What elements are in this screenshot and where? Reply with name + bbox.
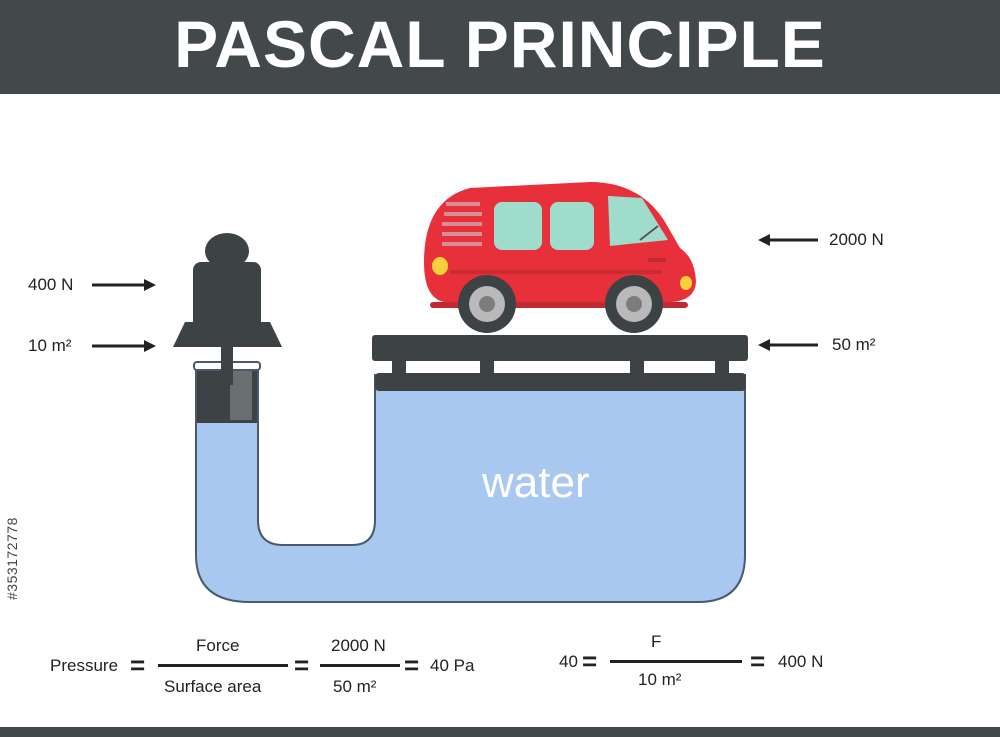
car-platform (372, 335, 748, 361)
formula2-den: 10 m² (638, 670, 682, 689)
formula2-lhs: 40 (559, 652, 578, 671)
formula-result: 40 Pa (430, 656, 475, 675)
formula-force-label: Force (196, 636, 240, 655)
car-window-2 (550, 202, 594, 250)
car (424, 182, 696, 333)
formula-den-value: 50 m² (333, 677, 377, 696)
weight-body (193, 262, 261, 332)
platform-leg-1 (392, 358, 406, 378)
platform-leg-4 (715, 358, 729, 378)
equals-sign-2: = (294, 650, 310, 680)
left-force-label: 400 N (28, 275, 74, 294)
piston-rod (221, 340, 233, 385)
car-stripe (450, 270, 662, 274)
fraction-bar-1 (158, 664, 288, 667)
arrow-left-area (92, 340, 156, 352)
equals-sign-5: = (750, 646, 766, 676)
rear-wheel (458, 275, 516, 333)
car-windshield (608, 196, 668, 246)
page-title: PASCAL PRINCIPLE (174, 7, 826, 81)
formula-surface-area-label: Surface area (164, 677, 262, 696)
equals-sign-4: = (582, 646, 598, 676)
left-area-label: 10 m² (28, 336, 72, 355)
fraction-bar-3 (610, 660, 742, 663)
arrow-right-area (758, 339, 818, 351)
water-vessel (195, 364, 746, 603)
car-window-1 (494, 202, 542, 250)
formula2-result: 400 N (778, 652, 824, 671)
water-label: water (482, 458, 590, 507)
car-taillight (432, 257, 448, 275)
header-bar (0, 0, 1000, 94)
platform-leg-2 (480, 358, 494, 378)
equals-sign-1: = (130, 650, 146, 680)
right-piston-top (375, 373, 746, 391)
formula-pressure-label: Pressure (50, 656, 119, 675)
footer-bar (0, 727, 1000, 737)
left-tube-glass (230, 368, 252, 420)
fraction-bar-2 (320, 664, 400, 667)
car-headlight (680, 276, 692, 290)
stock-id: #353172778 (4, 517, 20, 600)
equals-sign-3: = (404, 650, 420, 680)
right-force-label: 2000 N (829, 230, 884, 249)
formula-num-value: 2000 N (331, 636, 386, 655)
formula2-num: F (651, 632, 662, 651)
car-wiper (639, 225, 659, 241)
platform-leg-3 (630, 358, 644, 378)
arrow-right-force (758, 234, 818, 246)
right-area-label: 50 m² (832, 335, 876, 354)
arrow-left-force (92, 279, 156, 291)
front-wheel (605, 275, 663, 333)
weight-knob (205, 233, 249, 269)
